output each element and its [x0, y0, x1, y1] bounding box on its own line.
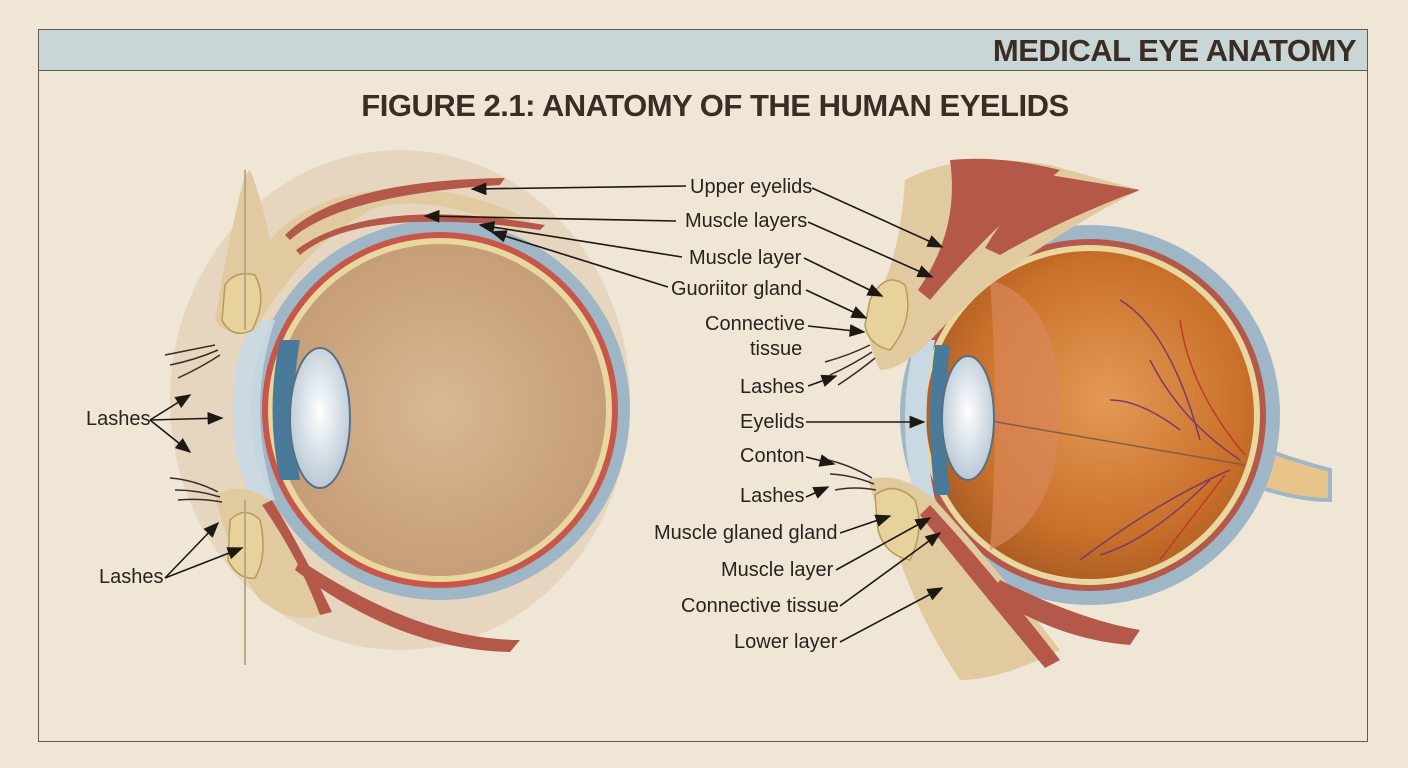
- label-connective-tissue-1b: tissue: [750, 338, 803, 360]
- label-eyelids: Eyelids: [740, 411, 805, 433]
- label-lower-layer: Lower layer: [734, 631, 838, 653]
- leader-lines: [149, 182, 944, 643]
- label-lashes-1: Lashes: [740, 376, 805, 398]
- label-lashes-2: Lashes: [740, 485, 805, 507]
- label-muscle-glaned-gland: Muscle glaned gland: [654, 522, 838, 544]
- left-eye-cross-section: [164, 150, 630, 665]
- label-lashes-low: Lashes: [99, 566, 164, 588]
- figure-title: FIGURE 2.1: ANATOMY OF THE HUMAN EYELIDS: [361, 88, 1069, 123]
- label-muscle-layers: Muscle layers: [685, 210, 808, 232]
- header-title: MEDICAL EYE ANATOMY: [992, 33, 1357, 68]
- right-eye-cross-section: [824, 158, 1332, 680]
- label-connective-tissue-2: Connective tissue: [681, 595, 839, 617]
- label-conton: Conton: [740, 445, 805, 467]
- label-muscle-layer-2: Muscle layer: [721, 559, 834, 581]
- label-upper-eyelids: Upper eyelids: [690, 176, 813, 198]
- header-band: [38, 29, 1368, 71]
- label-lashes-mid: Lashes: [86, 408, 151, 430]
- label-connective-tissue-1: Connective: [705, 313, 806, 335]
- label-gland: Guoriitor gland: [671, 278, 803, 300]
- label-muscle-layer-1: Muscle layer: [689, 247, 802, 269]
